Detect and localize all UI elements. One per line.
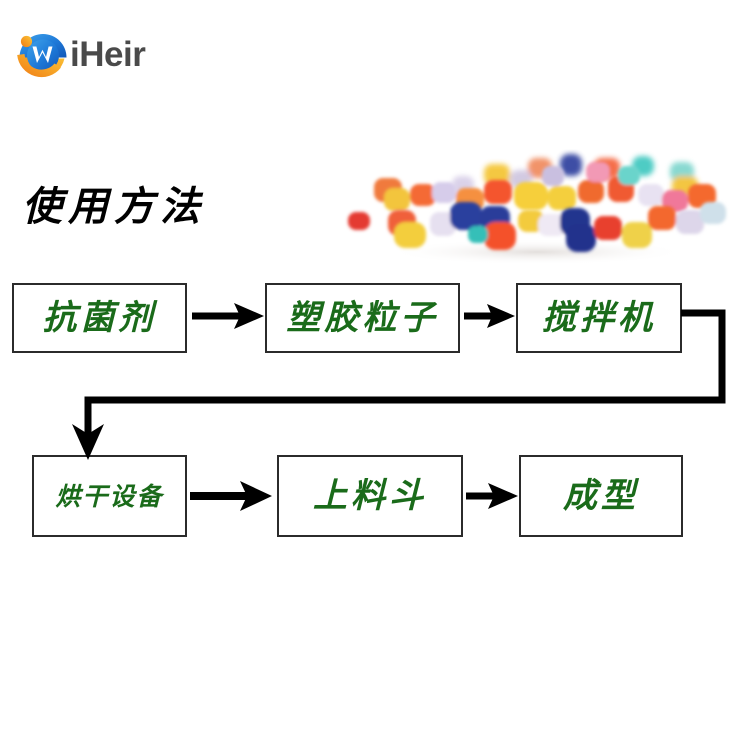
flow-step-plastic-pellets[interactable]: 塑胶粒子 (265, 283, 460, 353)
flow-step-label: 烘干设备 (55, 481, 164, 511)
flow-step-drying-equipment[interactable]: 烘干设备 (32, 455, 187, 537)
flow-step-label: 上料斗 (313, 476, 427, 516)
connector-plastic-pellets-to-mixer (464, 304, 515, 328)
flow-step-label: 抗菌剂 (42, 298, 157, 338)
plastic-pellets-photo (332, 140, 736, 268)
connector-antibacterial-agent-to-plastic-pellets (192, 303, 264, 329)
flow-step-molding[interactable]: 成型 (519, 455, 683, 537)
flow-step-label: 塑胶粒子 (286, 298, 439, 338)
flow-step-antibacterial-agent[interactable]: 抗菌剂 (12, 283, 187, 353)
connector-feeding-hopper-to-molding (466, 483, 518, 509)
flow-step-mixer[interactable]: 搅拌机 (516, 283, 682, 353)
connector-drying-equipment-to-feeding-hopper (190, 481, 272, 511)
flow-step-label: 搅拌机 (542, 298, 656, 338)
brand-name: iHeir (70, 35, 146, 74)
page-title: 使用方法 (22, 183, 206, 230)
flow-step-feeding-hopper[interactable]: 上料斗 (277, 455, 463, 537)
brand-logo: iHeir (12, 27, 202, 85)
iheir-circular-swoosh-logo-icon (14, 29, 70, 83)
flow-step-label: 成型 (563, 476, 639, 516)
